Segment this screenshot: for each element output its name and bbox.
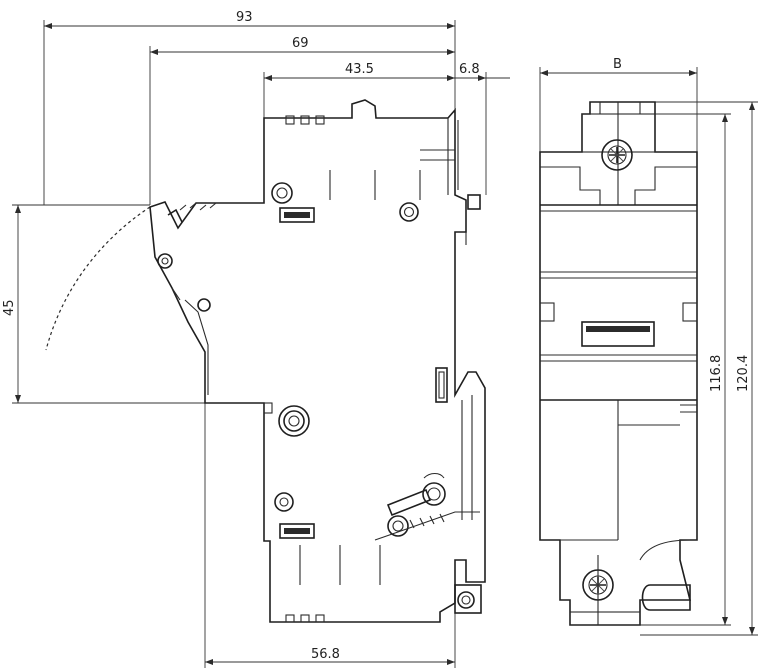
handle-swing-arc: [45, 206, 151, 351]
dim-label-body-top-width: 43.5: [345, 62, 374, 77]
dim-label-handle-swing: 45: [2, 299, 17, 316]
dim-label-base-width: 56.8: [311, 647, 340, 662]
dim-label-overall-width: 93: [236, 10, 253, 25]
dim-label-side-height-outer: 120.4: [736, 355, 751, 392]
front-view-dimensions: [12, 20, 510, 668]
dim-label-handle-width: 69: [292, 36, 309, 51]
dim-label-side-width: B: [613, 57, 622, 72]
dim-label-terminal-offset: 6.8: [459, 62, 480, 77]
front-view: [45, 99, 486, 623]
front-body-outline: [149, 99, 486, 623]
dim-label-side-height-inner: 116.8: [709, 355, 724, 392]
side-view: [539, 67, 758, 636]
